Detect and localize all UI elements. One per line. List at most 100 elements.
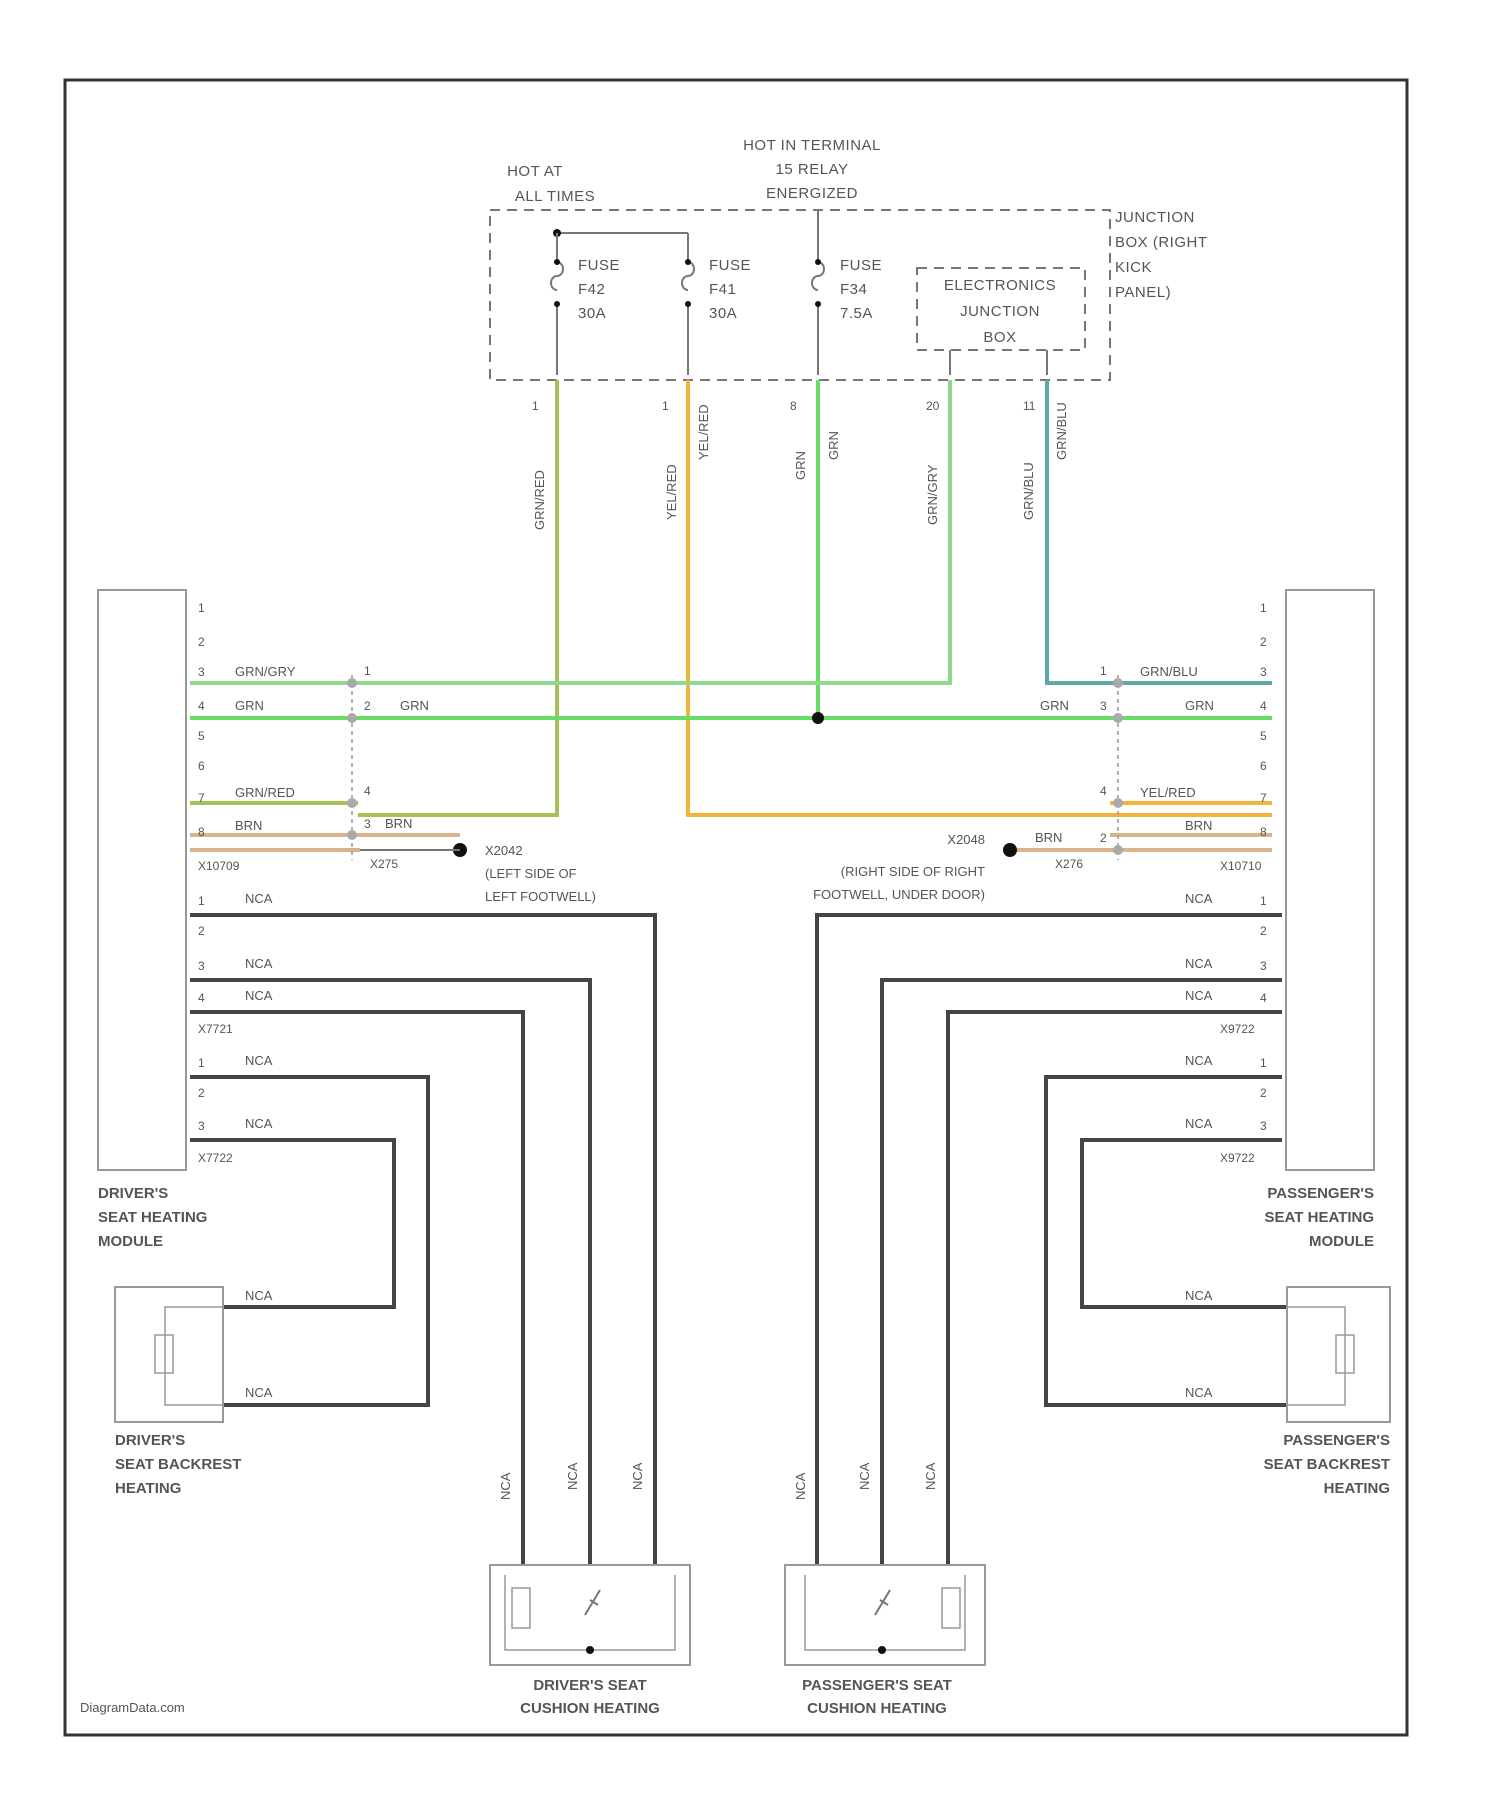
svg-text:HEATING: HEATING bbox=[115, 1480, 181, 1497]
fuse-f41: FUSE F41 30A bbox=[682, 233, 751, 375]
svg-text:CUSHION HEATING: CUSHION HEATING bbox=[807, 1700, 947, 1717]
junction-box-label: JUNCTION BOX (RIGHT KICK PANEL) bbox=[1115, 209, 1208, 301]
svg-text:8: 8 bbox=[790, 399, 797, 413]
svg-text:NCA: NCA bbox=[857, 1462, 872, 1490]
svg-text:SEAT BACKREST: SEAT BACKREST bbox=[115, 1456, 241, 1473]
svg-text:5: 5 bbox=[1260, 729, 1267, 743]
svg-text:30A: 30A bbox=[578, 305, 606, 322]
drivers-seat-heating-module-label: DRIVER'S SEAT HEATING MODULE bbox=[98, 1185, 207, 1250]
svg-text:X7722: X7722 bbox=[198, 1151, 233, 1165]
fuse-f34: FUSE F34 7.5A bbox=[812, 210, 882, 375]
svg-text:1: 1 bbox=[532, 399, 539, 413]
svg-text:NCA: NCA bbox=[793, 1472, 808, 1500]
svg-text:NCA: NCA bbox=[245, 956, 273, 971]
svg-text:PASSENGER'S: PASSENGER'S bbox=[1267, 1185, 1374, 1202]
ground-x2048-point bbox=[1003, 843, 1017, 857]
svg-text:2: 2 bbox=[1260, 924, 1267, 938]
svg-text:NCA: NCA bbox=[630, 1462, 645, 1490]
svg-text:8: 8 bbox=[1260, 825, 1267, 839]
svg-text:(LEFT SIDE OF: (LEFT SIDE OF bbox=[485, 866, 577, 881]
splice-point bbox=[812, 712, 824, 724]
svg-text:BRN: BRN bbox=[1035, 830, 1062, 845]
svg-text:4: 4 bbox=[1100, 784, 1107, 798]
svg-text:NCA: NCA bbox=[1185, 891, 1213, 906]
svg-text:X10710: X10710 bbox=[1220, 859, 1262, 873]
svg-text:NCA: NCA bbox=[245, 1053, 273, 1068]
svg-text:NCA: NCA bbox=[1185, 1116, 1213, 1131]
svg-text:GRN: GRN bbox=[400, 698, 429, 713]
svg-text:ENERGIZED: ENERGIZED bbox=[766, 185, 858, 202]
wire-nca-right-1 bbox=[817, 915, 1282, 1600]
svg-text:1: 1 bbox=[364, 664, 371, 678]
svg-text:ALL TIMES: ALL TIMES bbox=[515, 188, 595, 205]
junction-terminal-pins: 1 1 8 20 11 bbox=[532, 399, 1036, 413]
drivers-seat-backrest-heating: DRIVER'S SEAT BACKREST HEATING bbox=[115, 1287, 241, 1497]
svg-text:4: 4 bbox=[1260, 699, 1267, 713]
svg-text:NCA: NCA bbox=[245, 988, 273, 1003]
passengers-seat-cushion-heating: PASSENGER'S SEAT CUSHION HEATING bbox=[785, 1565, 985, 1717]
svg-text:JUNCTION: JUNCTION bbox=[1115, 209, 1195, 226]
svg-text:1: 1 bbox=[1260, 601, 1267, 615]
svg-text:GRN/GRY: GRN/GRY bbox=[235, 664, 296, 679]
svg-text:GRN: GRN bbox=[826, 431, 841, 460]
svg-text:1: 1 bbox=[662, 399, 669, 413]
svg-text:MODULE: MODULE bbox=[1309, 1233, 1374, 1250]
wire-grn-gry bbox=[358, 380, 950, 683]
svg-text:PASSENGER'S: PASSENGER'S bbox=[1283, 1432, 1390, 1449]
svg-text:DRIVER'S: DRIVER'S bbox=[115, 1432, 185, 1449]
svg-text:SEAT BACKREST: SEAT BACKREST bbox=[1264, 1456, 1390, 1473]
svg-text:CUSHION HEATING: CUSHION HEATING bbox=[520, 1700, 660, 1717]
svg-text:X2048: X2048 bbox=[947, 832, 985, 847]
left-backrest-wire-labels: NCA NCA bbox=[245, 1288, 273, 1400]
right-backrest-wire-labels: NCA NCA bbox=[1185, 1288, 1213, 1400]
svg-text:7: 7 bbox=[198, 791, 205, 805]
svg-text:BOX (RIGHT: BOX (RIGHT bbox=[1115, 234, 1208, 251]
svg-text:BOX: BOX bbox=[983, 329, 1016, 346]
svg-text:5: 5 bbox=[198, 729, 205, 743]
right-module-wire-labels: GRN/BLU GRN YEL/RED BRN bbox=[1140, 664, 1214, 833]
svg-text:3: 3 bbox=[1260, 1119, 1267, 1133]
svg-text:11: 11 bbox=[1023, 399, 1036, 413]
svg-text:FOOTWELL, UNDER DOOR): FOOTWELL, UNDER DOOR) bbox=[813, 887, 985, 902]
svg-text:MODULE: MODULE bbox=[98, 1233, 163, 1250]
svg-text:ELECTRONICS: ELECTRONICS bbox=[944, 277, 1056, 294]
svg-text:3: 3 bbox=[198, 1119, 205, 1133]
svg-text:F34: F34 bbox=[840, 281, 867, 298]
left-lower-connector-1: 1 2 3 4 X7721 NCA NCA NCA bbox=[198, 891, 273, 1036]
electronics-junction-box-label: ELECTRONICS JUNCTION BOX bbox=[944, 277, 1056, 346]
svg-text:4: 4 bbox=[1260, 991, 1267, 1005]
svg-text:X9722: X9722 bbox=[1220, 1151, 1255, 1165]
passengers-seat-backrest-heating: PASSENGER'S SEAT BACKREST HEATING bbox=[1264, 1287, 1390, 1497]
svg-text:X7721: X7721 bbox=[198, 1022, 233, 1036]
ejb-leads bbox=[950, 350, 1047, 375]
right-cushion-wire-labels: NCA NCA NCA bbox=[793, 1462, 938, 1500]
svg-text:YEL/RED: YEL/RED bbox=[696, 404, 711, 460]
wire-nca-right-5 bbox=[1082, 1140, 1287, 1307]
svg-text:GRN/RED: GRN/RED bbox=[235, 785, 295, 800]
svg-text:2: 2 bbox=[1100, 831, 1107, 845]
right-lower-connector-1: 1 2 3 4 X9722 NCA NCA NCA bbox=[1185, 891, 1267, 1036]
svg-text:GRN: GRN bbox=[235, 698, 264, 713]
svg-text:PASSENGER'S SEAT: PASSENGER'S SEAT bbox=[802, 1677, 952, 1694]
svg-text:HOT IN TERMINAL: HOT IN TERMINAL bbox=[743, 137, 881, 154]
svg-text:2: 2 bbox=[198, 635, 205, 649]
passengers-seat-heating-module bbox=[1286, 590, 1374, 1170]
svg-text:NCA: NCA bbox=[1185, 1385, 1213, 1400]
svg-text:3: 3 bbox=[1100, 699, 1107, 713]
svg-text:GRN/BLU: GRN/BLU bbox=[1021, 462, 1036, 520]
svg-text:NCA: NCA bbox=[245, 1385, 273, 1400]
svg-text:4: 4 bbox=[198, 699, 205, 713]
svg-text:F42: F42 bbox=[578, 281, 605, 298]
svg-text:(RIGHT SIDE OF RIGHT: (RIGHT SIDE OF RIGHT bbox=[841, 864, 985, 879]
wire-grn-blu bbox=[1047, 380, 1272, 683]
left-module-wire-labels: GRN/GRY GRN GRN/RED BRN bbox=[235, 664, 296, 833]
svg-text:X2042: X2042 bbox=[485, 843, 523, 858]
svg-text:1: 1 bbox=[198, 601, 205, 615]
svg-text:F41: F41 bbox=[709, 281, 736, 298]
svg-text:GRN/GRY: GRN/GRY bbox=[925, 464, 940, 525]
ground-x2042-label: X2042 (LEFT SIDE OF LEFT FOOTWELL) bbox=[485, 843, 596, 904]
right-lower-connector-2: 1 2 3 X9722 NCA NCA bbox=[1185, 1053, 1267, 1165]
svg-text:2: 2 bbox=[364, 699, 371, 713]
left-lower-connector-2: 1 2 3 X7722 NCA NCA bbox=[198, 1053, 273, 1165]
